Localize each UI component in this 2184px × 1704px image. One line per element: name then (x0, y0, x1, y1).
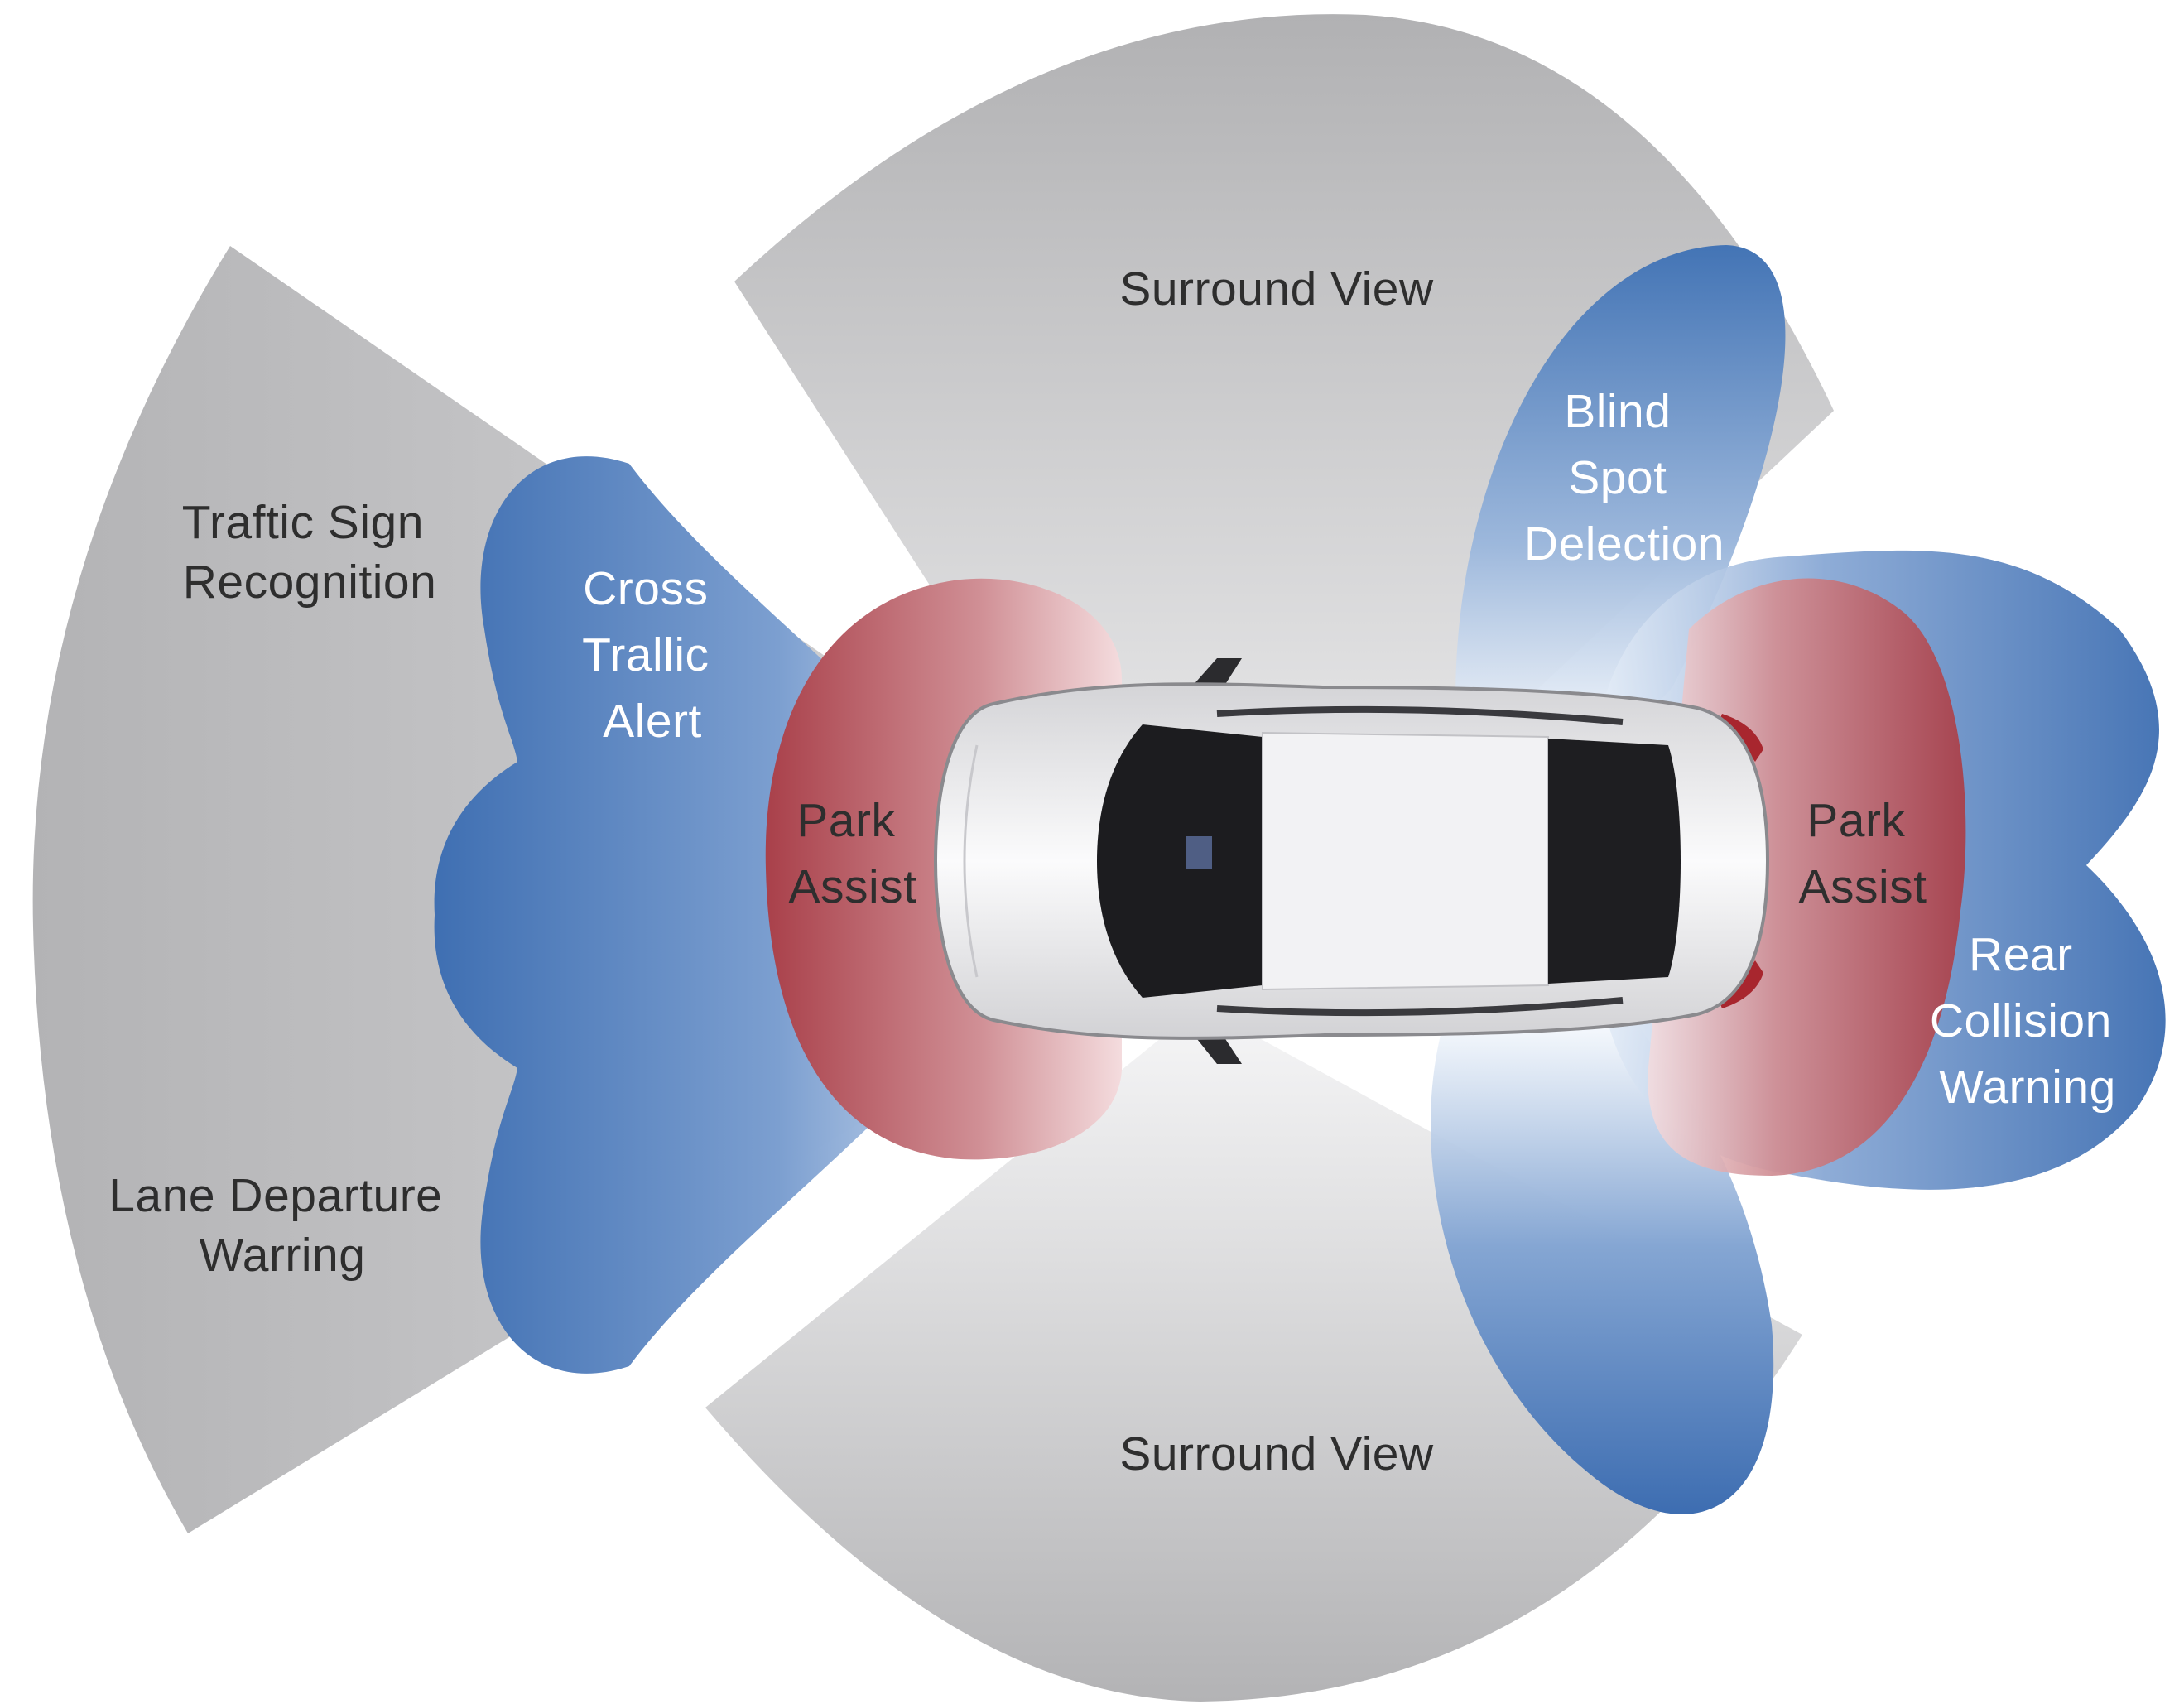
park-assist-front-label: Park Assist (788, 794, 916, 913)
surround-view-top-zone (734, 14, 1834, 1006)
blind-spot-detection-label: Blind Spot Delection (1524, 385, 1725, 570)
lane-departure-warning-label: Lane Departure Warring (108, 1169, 455, 1282)
cross-traffic-alert-label: Cross Trallic Alert (582, 562, 723, 748)
traffic-sign-recognition-label: Traftic Sign Recognition (182, 496, 438, 609)
surround-view-top-label: Surround View (1119, 262, 1434, 315)
park-assist-rear-label: Park Assist (1798, 794, 1927, 913)
car-top-view-icon (933, 658, 1770, 1064)
surround-view-bottom-label: Surround View (1119, 1427, 1434, 1480)
cross-traffic-alert-zone (434, 456, 1060, 1374)
rear-collision-warning-label: Rear Collision Warning (1930, 928, 2125, 1114)
surround-view-bottom-zone (705, 1006, 1802, 1702)
